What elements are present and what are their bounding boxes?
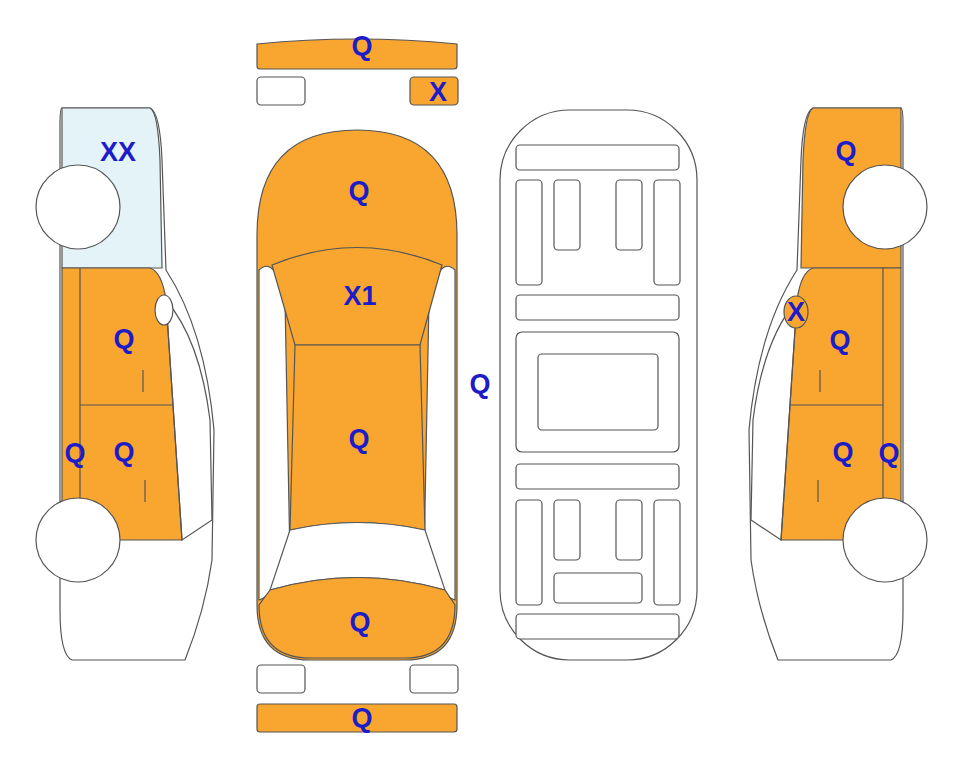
top-body [257, 130, 457, 660]
damage-code: Q [351, 705, 372, 732]
handle [144, 480, 145, 502]
handle [817, 480, 818, 502]
underbody [500, 110, 697, 660]
right-glass [751, 300, 797, 540]
damage-code: Q [348, 426, 369, 453]
handle [142, 370, 143, 392]
right-mirror [784, 296, 808, 328]
rear-bumper [257, 704, 457, 732]
damage-code: Q [878, 440, 899, 467]
wheel [36, 165, 120, 249]
headlight [410, 77, 458, 105]
damage-code: XX [100, 139, 136, 166]
left-glass [166, 300, 212, 540]
door-seam [791, 404, 883, 405]
wheel [843, 498, 927, 582]
damage-code: X1 [343, 283, 376, 310]
damage-code: X [429, 79, 447, 106]
damage-code: Q [832, 439, 853, 466]
damage-code: Q [351, 33, 372, 60]
taillight [410, 665, 458, 693]
damage-code: Q [348, 178, 369, 205]
damage-code: Q [113, 326, 134, 353]
damage-code: Q [64, 440, 85, 467]
windshield [272, 248, 442, 346]
headlight [257, 77, 305, 105]
damage-code: Q [829, 327, 850, 354]
damage-code: Q [349, 609, 370, 636]
handle [819, 370, 820, 392]
damage-code: Q [113, 439, 134, 466]
taillight [257, 665, 305, 693]
wheel [36, 498, 120, 582]
left-mirror [155, 295, 173, 325]
damage-code: X [787, 299, 805, 326]
damage-code: Q [835, 138, 856, 165]
damage-code: Q [469, 371, 490, 398]
roof [290, 345, 425, 530]
door-seam [80, 404, 172, 405]
wheel [843, 165, 927, 249]
trunk [259, 578, 455, 659]
